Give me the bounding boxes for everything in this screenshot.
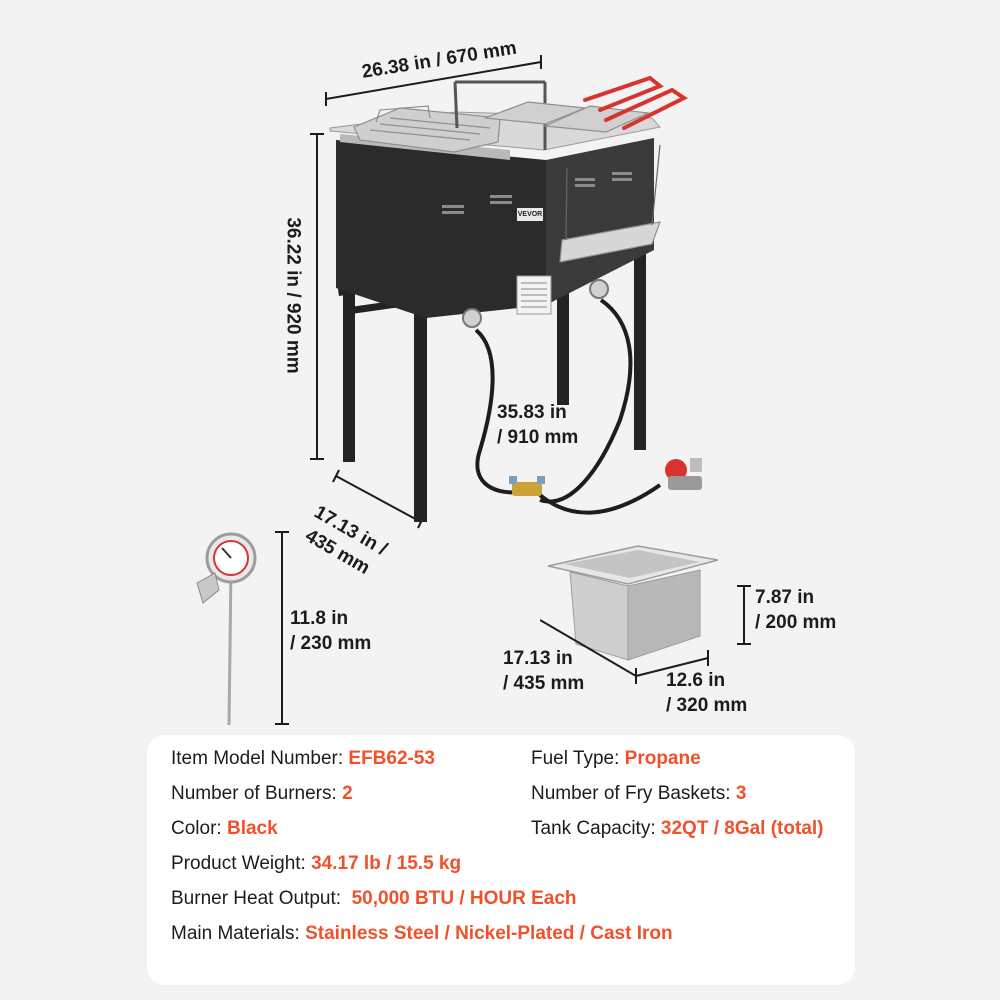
spec-product-weight: Product Weight: 34.17 lb / 15.5 kg [171,852,461,876]
thermometer-dimension-line [275,531,289,725]
spec-value: EFB62-53 [348,748,436,769]
spec-color: Color: Black [171,817,278,841]
specifications-card: Item Model Number: EFB62-53 Fuel Type: P… [147,735,855,985]
hose-length-line-1: 35.83 in [497,402,567,423]
tank-width-line-1: 12.6 in [666,670,726,691]
spec-label: Main Materials: [171,923,306,944]
tank-depth-line-1: 17.13 in [503,648,573,669]
height-dimension: 36.22 in / 920 mm [282,217,304,374]
spec-label: Tank Capacity: [531,818,661,839]
spec-value: 34.17 lb / 15.5 kg [311,853,462,874]
spec-label: Fuel Type: [531,748,625,769]
hose-length-line-2: / 910 mm [497,427,579,448]
tank-height-line-1: 7.87 in [755,587,815,608]
spec-model-number: Item Model Number: EFB62-53 [171,747,435,771]
spec-label: Product Weight: [171,853,312,874]
fry-tank-image [540,545,751,684]
spec-value: Black [226,818,278,839]
spec-burner-heat-output: Burner Heat Output: 50,000 BTU / HOUR Ea… [171,887,577,911]
spec-label: Number of Fry Baskets: [531,783,736,804]
spec-label: Color: [171,818,227,839]
spec-value: 32QT / 8Gal (total) [660,818,824,839]
tank-width-line-2: / 320 mm [666,695,748,716]
spec-fuel-type: Fuel Type: Propane [531,747,701,771]
spec-value: Propane [624,748,701,769]
spec-value: 50,000 BTU / HOUR Each [351,888,577,909]
spec-number-of-fry-baskets: Number of Fry Baskets: 3 [531,782,746,806]
spec-label: Item Model Number: [171,748,349,769]
thermometer-image [196,532,257,726]
spec-value: Stainless Steel / Nickel-Plated / Cast I… [305,923,673,944]
thermometer-length-line-1: 11.8 in [290,608,349,629]
spec-label: Number of Burners: [171,783,343,804]
thermometer-length-line-2: / 230 mm [290,633,372,654]
tank-height-line-2: / 200 mm [755,612,837,633]
spec-number-of-burners: Number of Burners: 2 [171,782,353,806]
tank-depth-line-2: / 435 mm [503,673,585,694]
spec-value: 2 [342,783,353,804]
spec-label: Burner Heat Output: [171,888,352,909]
spec-value: 3 [735,783,747,804]
spec-main-materials: Main Materials: Stainless Steel / Nickel… [171,922,673,946]
spec-tank-capacity: Tank Capacity: 32QT / 8Gal (total) [531,817,824,841]
brand-plate: VEVOR [517,211,543,218]
